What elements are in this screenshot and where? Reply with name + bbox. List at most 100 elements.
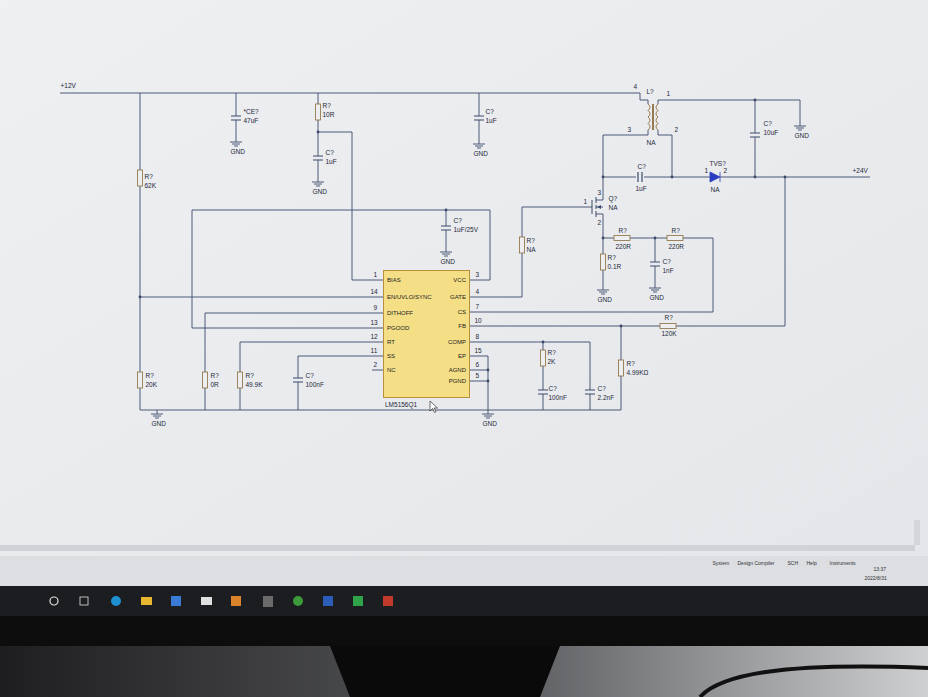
junction-dot (317, 131, 320, 134)
junction-dot (542, 341, 545, 344)
status-text: SCH (787, 560, 799, 567)
taskbar-icon (50, 597, 58, 605)
pin-number: 4 (475, 288, 480, 296)
component-label: 100nF (305, 381, 324, 389)
ground-symbol (151, 410, 163, 418)
component-label: Q? (608, 195, 618, 203)
taskbar-icon (111, 596, 121, 606)
net-label: GND (597, 296, 612, 304)
resistor-symbol (316, 104, 321, 120)
component-label: C? (763, 120, 772, 128)
junction-dots (139, 99, 787, 383)
component-label: 220R (668, 243, 685, 251)
component-label: 0.1R (607, 263, 622, 271)
pin-name: DITHOFF (387, 309, 413, 317)
taskbar-icon (353, 596, 363, 606)
capacitor-symbol (292, 378, 304, 382)
component-label: R? (664, 314, 673, 322)
component-label: R? (245, 372, 254, 380)
junction-dot (654, 237, 657, 240)
monitor-bezel (0, 616, 928, 646)
pin-name: BIAS (387, 276, 401, 284)
capacitor-symbol (230, 116, 242, 120)
taskbar-icon (383, 596, 393, 606)
component-label: 2K (547, 358, 556, 366)
junction-dot (671, 176, 674, 179)
resistor-symbol (660, 324, 676, 329)
component-label: 1uF (485, 117, 497, 125)
component-label: R? (547, 349, 556, 357)
component-label: C? (485, 108, 494, 116)
resistor-symbol (667, 236, 683, 241)
cable (700, 667, 928, 697)
pin-name: CS (458, 308, 466, 316)
component-label: 1uF (325, 158, 337, 166)
ground-symbol (440, 248, 452, 256)
ic-chip-box: BIASEN/UVLO/SYNCDITHOFFPGOODRTSSNCVCCGAT… (383, 270, 470, 398)
component-label: R? (145, 372, 154, 380)
component-label: 4.99KΩ (626, 369, 649, 377)
component-label: R? (144, 173, 153, 181)
resistor-symbol (614, 236, 630, 241)
component-label: 0R (210, 381, 219, 389)
component-label: 10R (322, 111, 335, 119)
resistor-symbol (138, 372, 143, 388)
capacitor-symbol (638, 171, 642, 183)
pin-name: PGOOD (387, 324, 409, 332)
component-label: 62K (144, 182, 157, 190)
resistor-symbol (138, 170, 143, 186)
capacitor-symbol (749, 133, 761, 137)
scrollbar (0, 545, 915, 551)
pin-number: 2 (373, 361, 378, 369)
component-label: L? (646, 88, 654, 96)
mosfet-arrow (597, 205, 601, 209)
resistor-symbol (541, 350, 546, 366)
taskbar-icon (231, 596, 241, 606)
wire (60, 93, 870, 410)
component-label: R? (210, 372, 219, 380)
status-text: Help (806, 560, 817, 567)
taskbar-icon (141, 597, 152, 605)
component-label: C? (305, 372, 314, 380)
net-label: GND (473, 150, 488, 158)
pin-number: 15 (474, 347, 482, 355)
net-label: +24V (852, 167, 868, 175)
pin-number: 4 (633, 83, 638, 91)
pin-number: 3 (475, 271, 480, 279)
taskbar-icon (323, 596, 333, 606)
resistor-symbol (619, 360, 624, 376)
pin-name: NC (387, 366, 396, 374)
pin-number: 10 (474, 317, 482, 325)
taskbar-icon (293, 596, 303, 606)
component-label: 20K (145, 381, 158, 389)
ground-symbol (597, 286, 609, 294)
component-label: C? (548, 385, 557, 393)
pin-number: 6 (475, 361, 480, 369)
status-bar (0, 556, 928, 586)
capacitor-symbol (473, 116, 485, 120)
pin-name: SS (387, 352, 395, 360)
junction-dot (602, 176, 605, 179)
net-label: +12V (60, 82, 76, 90)
ground-symbol (473, 140, 485, 148)
tvs-diode-symbol (710, 172, 720, 182)
taskbar-icon (263, 596, 273, 607)
part-number: LM5156Q1 (385, 401, 417, 409)
capacitor-symbol (440, 226, 452, 230)
component-label: R? (671, 227, 680, 235)
pin-name: RT (387, 338, 395, 346)
component-label: NA (646, 139, 656, 147)
component-label: 220R (615, 243, 632, 251)
net-label: GND (482, 420, 497, 428)
component-label: C? (637, 163, 646, 171)
status-text: Design Compiler (737, 560, 775, 567)
component-label: 120K (661, 330, 677, 338)
component-label: C? (597, 385, 606, 393)
component-label: C? (453, 217, 462, 225)
screen-background (0, 0, 928, 556)
capacitor-symbol (649, 262, 661, 266)
pin-number: 13 (370, 319, 378, 327)
status-text: 2022/8/31 (864, 575, 887, 582)
pin-number: 8 (475, 333, 480, 341)
component-label: R? (618, 227, 627, 235)
